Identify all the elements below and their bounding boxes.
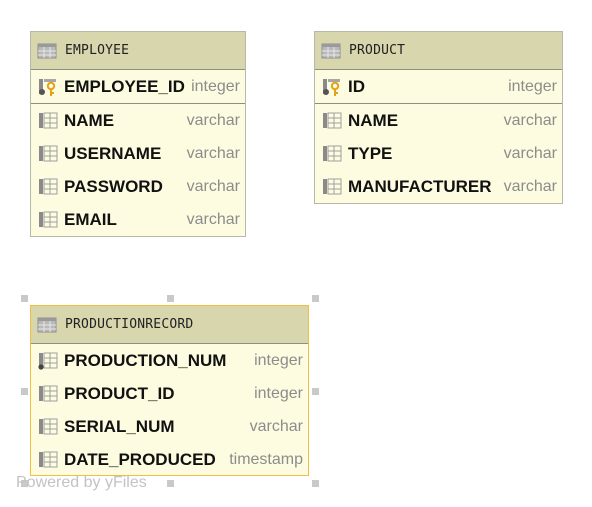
- column-name: SERIAL_NUM: [64, 416, 175, 436]
- resize-handle-bottom[interactable]: [167, 480, 174, 487]
- resize-handle-left[interactable]: [21, 388, 28, 395]
- column-type: varchar: [186, 210, 240, 228]
- column-name: DATE_PRODUCED: [64, 449, 216, 469]
- column-name: NAME: [64, 110, 115, 130]
- column-type: integer: [254, 384, 303, 402]
- column-type: varchar: [186, 177, 240, 195]
- column-type: varchar: [186, 111, 240, 129]
- column-name: EMAIL: [64, 209, 117, 229]
- column-type: varchar: [186, 144, 240, 162]
- resize-handle-bottom-left[interactable]: [21, 480, 28, 487]
- column-row[interactable]: NAME varchar: [31, 104, 245, 137]
- column-row[interactable]: PRODUCT_ID integer: [31, 377, 308, 410]
- column-icon: [323, 178, 342, 194]
- resize-handle-bottom-right[interactable]: [312, 480, 319, 487]
- resize-handle-top[interactable]: [167, 295, 174, 302]
- column-name: USERNAME: [64, 143, 162, 163]
- column-icon: [39, 211, 58, 227]
- column-type: varchar: [503, 144, 557, 162]
- resize-handle-top-left[interactable]: [21, 295, 28, 302]
- column-icon: [38, 352, 58, 370]
- column-row[interactable]: MANUFACTURER varchar: [315, 170, 562, 203]
- column-row[interactable]: SERIAL_NUM varchar: [31, 410, 308, 443]
- primary-key-row[interactable]: ID integer: [315, 70, 562, 103]
- table-name: PRODUCT: [349, 43, 406, 58]
- table-name: PRODUCTIONRECORD: [65, 317, 194, 332]
- column-icon: [323, 112, 342, 128]
- employee-table[interactable]: EMPLOYEE EMPLOYEE_ID integer NAME varcha…: [30, 31, 246, 237]
- column-row[interactable]: NAME varchar: [315, 104, 562, 137]
- column-row[interactable]: PASSWORD varchar: [31, 170, 245, 203]
- column-type: varchar: [503, 177, 557, 195]
- column-icon: [39, 112, 58, 128]
- column-type: varchar: [503, 111, 557, 129]
- column-row[interactable]: USERNAME varchar: [31, 137, 245, 170]
- column-name: TYPE: [348, 143, 393, 163]
- column-row[interactable]: PRODUCTION_NUM integer: [31, 344, 308, 377]
- column-icon: [39, 385, 58, 401]
- table-icon: [37, 317, 57, 332]
- column-name: PASSWORD: [64, 176, 163, 196]
- column-icon: [39, 418, 58, 434]
- column-icon: [39, 178, 58, 194]
- column-icon: [39, 451, 58, 467]
- resize-handle-right[interactable]: [312, 388, 319, 395]
- product-table[interactable]: PRODUCT ID integer NAME varchar: [314, 31, 563, 204]
- resize-handle-top-right[interactable]: [312, 295, 319, 302]
- column-row[interactable]: TYPE varchar: [315, 137, 562, 170]
- column-row[interactable]: EMAIL varchar: [31, 203, 245, 236]
- primary-key-row[interactable]: EMPLOYEE_ID integer: [31, 70, 245, 103]
- column-row[interactable]: DATE_PRODUCED timestamp: [31, 443, 308, 476]
- column-icon: [323, 145, 342, 161]
- column-name: NAME: [348, 110, 399, 130]
- primary-key-icon: [39, 78, 56, 96]
- column-icon: [39, 145, 58, 161]
- column-name: PRODUCT_ID: [64, 383, 175, 403]
- column-type: integer: [191, 77, 240, 95]
- column-type: timestamp: [229, 450, 303, 468]
- product-table-header[interactable]: PRODUCT: [315, 32, 562, 70]
- table-icon: [37, 43, 57, 58]
- column-type: integer: [254, 351, 303, 369]
- column-name: PRODUCTION_NUM: [64, 350, 227, 370]
- watermark: Powered by yFiles: [16, 474, 147, 491]
- productionrecord-table-header[interactable]: PRODUCTIONRECORD: [31, 306, 308, 344]
- table-name: EMPLOYEE: [65, 43, 130, 58]
- column-type: integer: [508, 77, 557, 95]
- column-name: MANUFACTURER: [348, 176, 492, 196]
- productionrecord-table[interactable]: PRODUCTIONRECORD PRODUCTION_NUM integer …: [30, 305, 309, 476]
- employee-table-header[interactable]: EMPLOYEE: [31, 32, 245, 70]
- column-name: ID: [348, 76, 365, 96]
- table-icon: [321, 43, 341, 58]
- column-name: EMPLOYEE_ID: [64, 76, 185, 96]
- column-type: varchar: [249, 417, 303, 435]
- primary-key-icon: [323, 78, 340, 96]
